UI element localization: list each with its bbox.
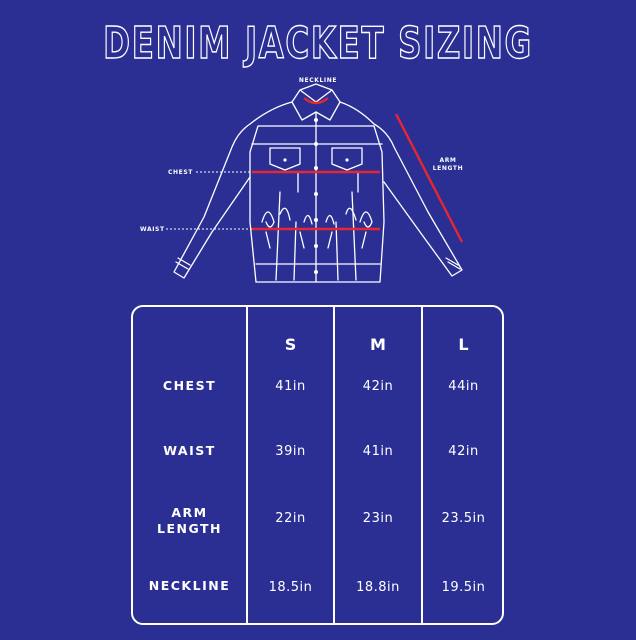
left-sleeve [173, 123, 251, 279]
table-cell: 41in [362, 443, 394, 459]
jacket-illustration: NECKLINE CHEST WAIST ARM LENGTH [140, 77, 464, 283]
table-divider [333, 307, 335, 623]
row-label-waist: WAIST [133, 434, 246, 468]
row-label-text: CHEST [162, 378, 217, 393]
neckline-measure-line [303, 97, 329, 105]
row-label-text: NECKLINE [148, 578, 231, 593]
jacket-buttons [283, 118, 349, 274]
neckline-label: NECKLINE [299, 77, 337, 84]
table-cell: 39in [275, 443, 306, 459]
jacket-collar [291, 89, 341, 121]
table-cell: 42in [448, 443, 479, 459]
jacket-body-outline [249, 125, 385, 283]
size-header-s: S [284, 334, 297, 354]
arm-length-measure-line [394, 113, 464, 243]
page-title-svg: DENIM JACKET SIZING [103, 18, 533, 70]
jacket-shoulders [249, 101, 375, 125]
waist-label: WAIST [140, 226, 165, 233]
size-header-l: L [458, 334, 469, 354]
table-cell: 18.8in [356, 579, 400, 595]
right-sleeve [373, 123, 463, 277]
page-title-wrap: DENIM JACKET SIZING [0, 10, 636, 70]
table-divider [246, 307, 248, 623]
row-label-text: ARM [171, 505, 208, 520]
table-cell: 44in [448, 378, 479, 394]
table-cell: 19.5in [441, 579, 486, 595]
jacket-diagram: NECKLINE CHEST WAIST ARM LENGTH [0, 72, 636, 292]
table-cell: 41in [275, 378, 306, 394]
row-label-text: WAIST [163, 443, 216, 458]
size-header-m: M [370, 334, 386, 354]
table-cell: 18.5in [268, 579, 313, 595]
table-divider [421, 307, 423, 623]
table-cell: 23.5in [441, 510, 486, 526]
table-cell: 22in [275, 510, 306, 526]
size-table: S M L CHEST 41in 42in 44in WAIST 39in 41… [131, 305, 504, 625]
row-label-text: LENGTH [157, 521, 222, 536]
row-label-chest: CHEST [133, 369, 246, 403]
row-label-arm-length: ARM LENGTH [133, 501, 246, 541]
page-title: DENIM JACKET SIZING [103, 19, 533, 69]
row-label-neckline: NECKLINE [133, 569, 246, 603]
table-cell: 42in [362, 378, 394, 394]
arm-label-line1: ARM [439, 157, 456, 164]
table-cell: 23in [362, 510, 394, 526]
arm-label-line2: LENGTH [433, 165, 463, 172]
chest-label: CHEST [168, 169, 193, 176]
